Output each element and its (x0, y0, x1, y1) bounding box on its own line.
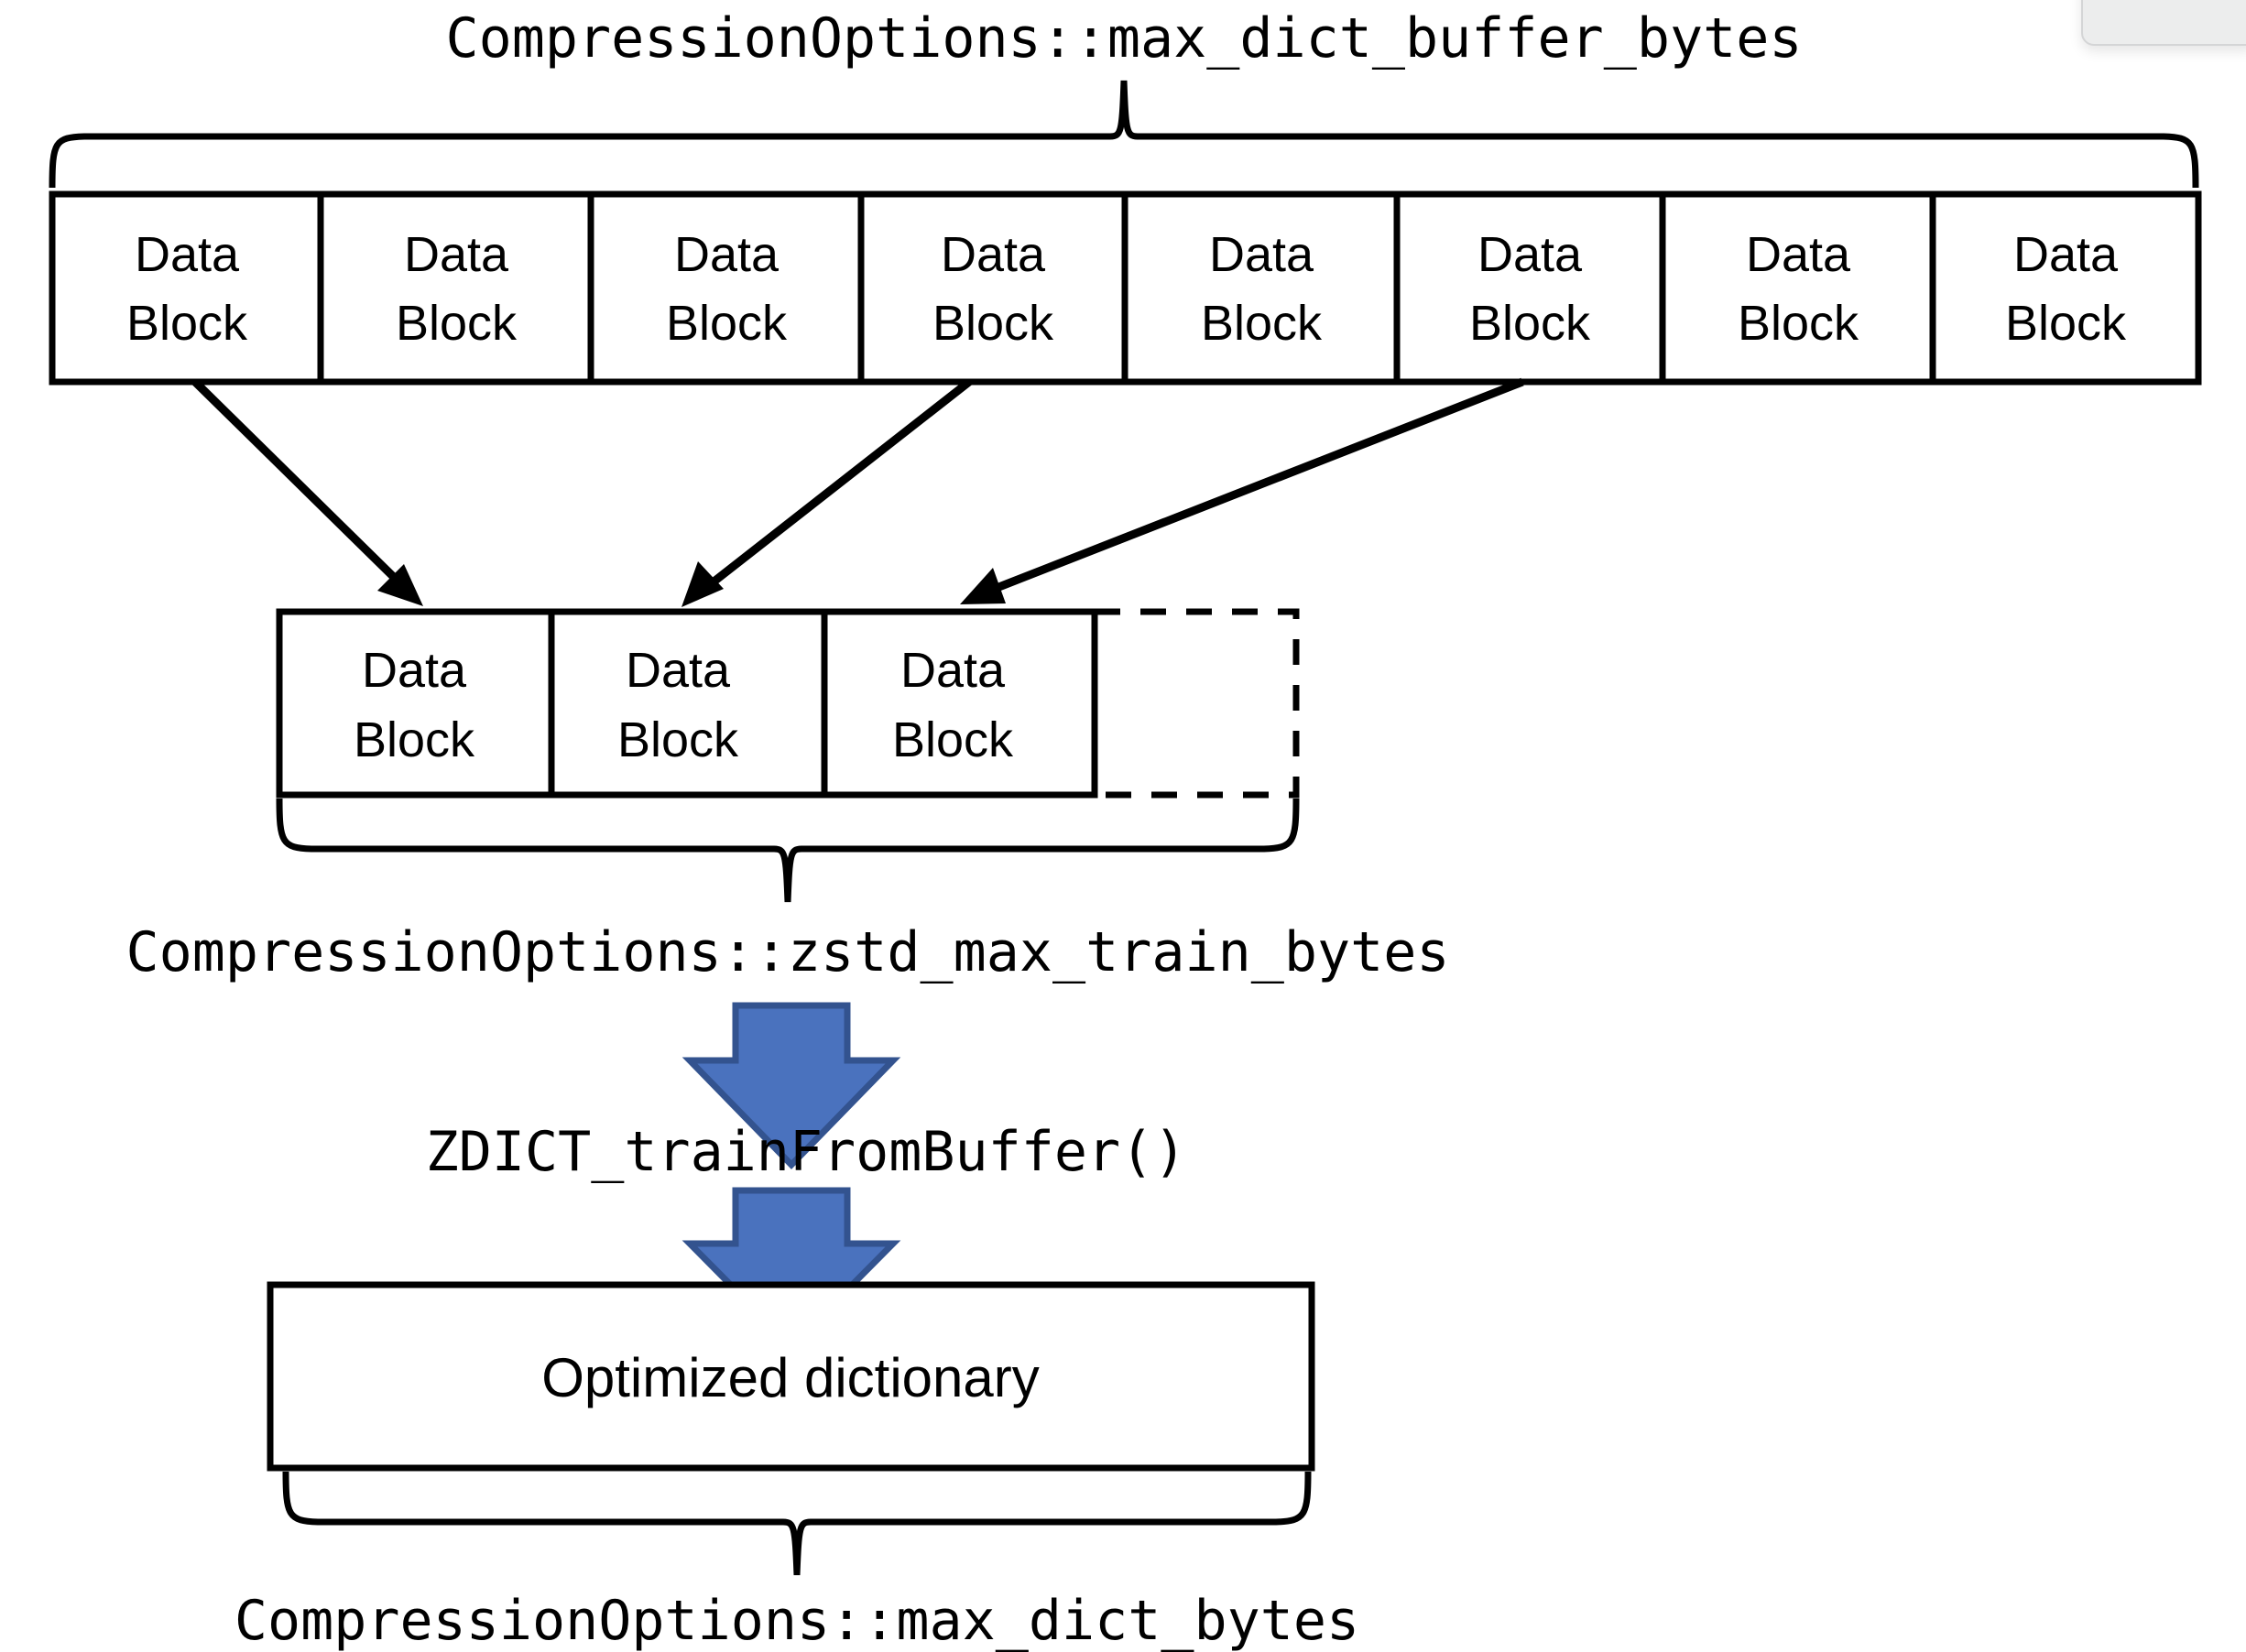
data-block-line2: Block (617, 712, 739, 767)
data-block: Data Block (1201, 227, 1323, 351)
data-block: Data Block (1738, 227, 1859, 351)
data-block: Data Block (892, 643, 1014, 767)
dictionary-box-label: Optimized dictionary (541, 1347, 1040, 1408)
data-block-line1: Data (1209, 227, 1314, 282)
brace-max-dict-buffer-bytes (49, 80, 2199, 189)
data-block: Data Block (354, 643, 475, 767)
data-block-line1: Data (362, 643, 467, 698)
brace-zstd-max-train-bytes (276, 798, 1300, 903)
data-block: Data Block (2005, 227, 2127, 351)
optimized-dictionary-box: Optimized dictionary (267, 1281, 1315, 1472)
data-block-line1: Data (2013, 227, 2119, 282)
label-zstd-max-train-bytes: CompressionOptions::zstd_max_train_bytes (126, 920, 1450, 984)
data-block-line2: Block (1469, 296, 1591, 351)
data-block: Data Block (932, 227, 1054, 351)
corner-overlay-panel (2081, 0, 2246, 46)
brace-max-dict-bytes (282, 1471, 1312, 1576)
sampled-row-outline (276, 608, 1098, 799)
data-block: Data Block (1469, 227, 1591, 351)
empty-training-slot (1091, 608, 1300, 799)
sampling-arrow-3 (960, 377, 1524, 604)
data-block: Data Block (126, 227, 248, 351)
sampled-data-block-row: Data Block Data Block Data Block (276, 608, 1300, 799)
data-block-line2: Block (126, 296, 248, 351)
data-block-line1: Data (941, 227, 1046, 282)
label-max-dict-buffer-bytes: CompressionOptions::max_dict_buffer_byte… (445, 6, 1802, 71)
data-block-line2: Block (1201, 296, 1323, 351)
data-block-line1: Data (674, 227, 780, 282)
data-block-line2: Block (932, 296, 1054, 351)
sampling-arrows (191, 377, 1524, 607)
sampling-arrow-1 (191, 378, 423, 606)
data-block-line1: Data (900, 643, 1006, 698)
data-block-line1: Data (135, 227, 240, 282)
data-block-line1: Data (404, 227, 509, 282)
data-block-line2: Block (354, 712, 475, 767)
data-block: Data Block (666, 227, 788, 351)
label-zdict-train-from-buffer: ZDICT_trainFromBuffer() (426, 1120, 1187, 1184)
sampling-arrow-2 (681, 378, 972, 607)
dictionary-box-outline (267, 1281, 1315, 1472)
data-block-line1: Data (1746, 227, 1851, 282)
top-data-block-row: Data Block Data Block Data Block Data Bl… (49, 190, 2202, 386)
blue-down-arrow-to-trainer (681, 1002, 901, 1170)
data-block: Data Block (396, 227, 518, 351)
data-block-line2: Block (666, 296, 788, 351)
data-block-line2: Block (396, 296, 518, 351)
data-block-line1: Data (1477, 227, 1583, 282)
label-max-dict-bytes: CompressionOptions::max_dict_bytes (234, 1589, 1359, 1652)
data-block-line1: Data (626, 643, 731, 698)
data-block-line2: Block (892, 712, 1014, 767)
data-block: Data Block (617, 643, 739, 767)
data-block-line2: Block (1738, 296, 1859, 351)
data-block-line2: Block (2005, 296, 2127, 351)
